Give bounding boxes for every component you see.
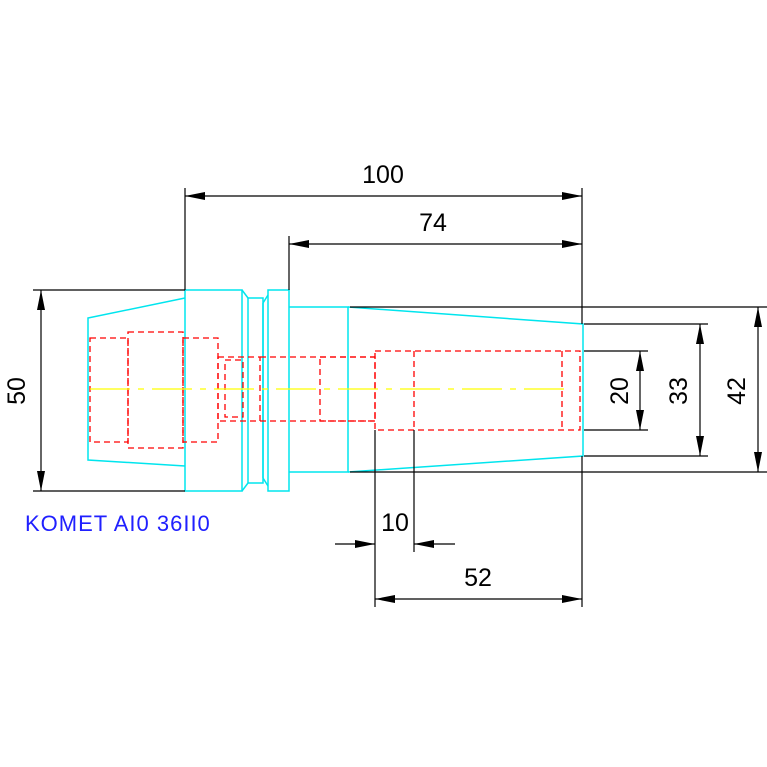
collar-step-left-bottom [241,482,249,492]
collar [184,289,243,492]
left-taper [87,297,186,467]
dimensions [33,188,767,607]
flange-chamfer-top [262,294,269,304]
dim-text-42: 42 [723,377,751,405]
flange [267,289,290,492]
part-outline [87,289,584,492]
dim-text-50: 50 [3,377,31,405]
collar-step-left [241,289,249,299]
dim-text-100: 100 [362,161,404,189]
flange-chamfer-bottom [262,477,269,487]
dim-text-33: 33 [665,377,693,405]
left-counterbore [127,331,184,449]
dim-text-74: 74 [419,209,447,237]
part-label: KOMET AI0 36II0 [25,511,211,536]
left-bore [89,337,129,443]
inner-bore [319,356,376,422]
neck [247,297,264,484]
main-bore [374,350,581,431]
hidden-features [89,331,581,449]
collar-bore [182,337,219,443]
dim-text-20: 20 [606,377,634,405]
dim-text-10: 10 [381,509,409,537]
shank-taper [347,306,584,473]
dim-text-52: 52 [464,564,492,592]
